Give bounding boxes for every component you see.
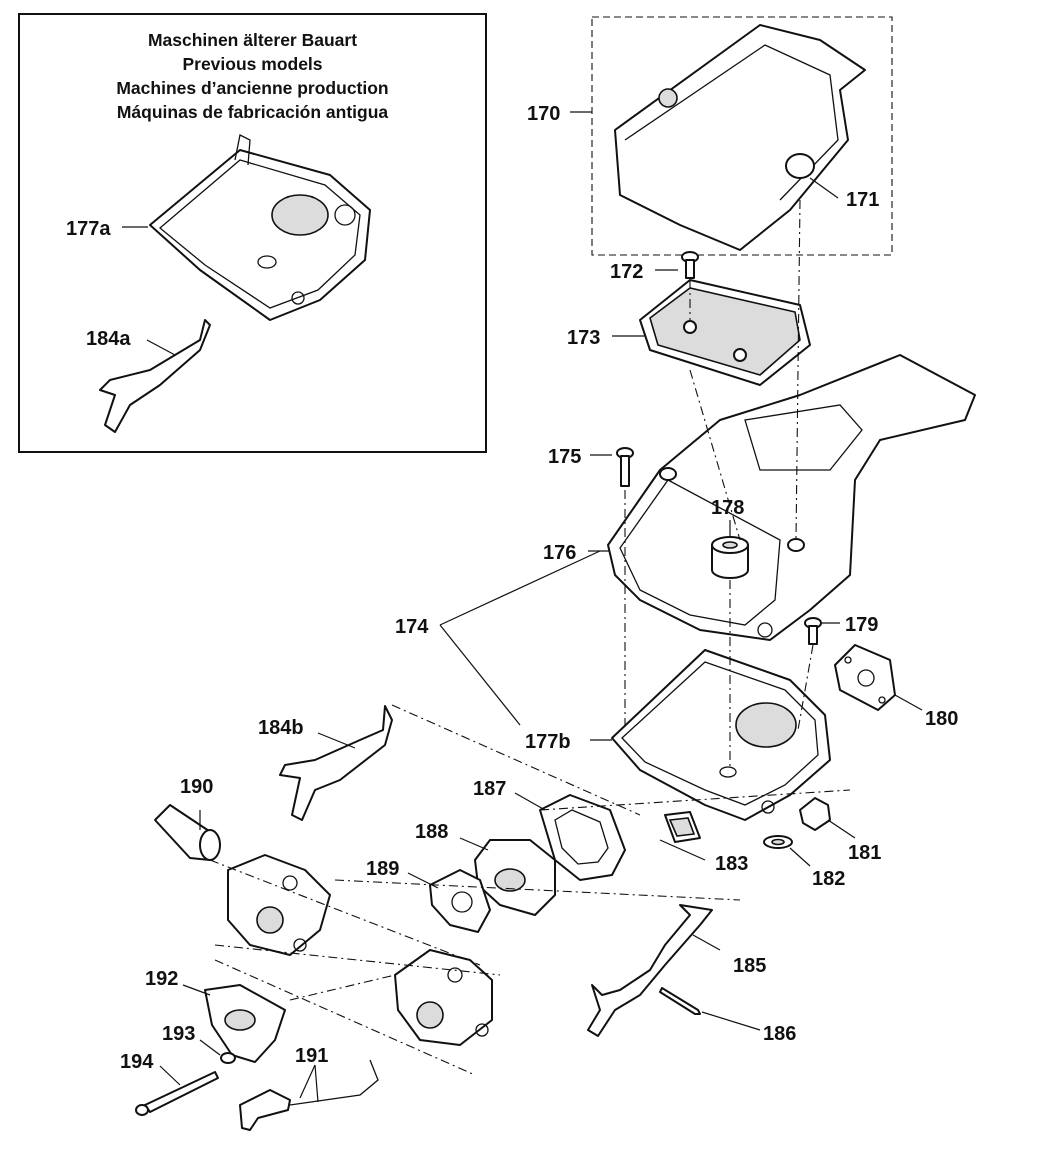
part-182-grommet	[763, 835, 793, 849]
callout-193: 193	[162, 1023, 195, 1045]
callout-172: 172	[610, 261, 643, 283]
callout-170: 170	[527, 103, 560, 125]
callout-176: 176	[543, 542, 576, 564]
callout-186: 186	[763, 1023, 796, 1045]
callout-191: 191	[295, 1045, 328, 1067]
part-194-bolt	[135, 1071, 219, 1116]
part-175-screw	[616, 447, 634, 487]
callout-182: 182	[812, 868, 845, 890]
previous-models-inset	[18, 13, 487, 453]
part-193-washer	[220, 1052, 236, 1064]
assembly-lines	[209, 199, 851, 1076]
part-184b-lever	[279, 705, 393, 821]
callout-180: 180	[925, 708, 958, 730]
part-178-spacer	[711, 536, 749, 579]
callout-labels: 170 171 172 173 175 176 174 177a 184a 17…	[66, 103, 958, 1073]
part-187-flange	[539, 794, 626, 881]
callout-174: 174	[395, 616, 429, 638]
callout-177a: 177a	[66, 218, 111, 240]
part-184a-old-lever	[99, 319, 211, 433]
part-188-adapter	[474, 839, 556, 916]
cover-group-frame	[591, 16, 893, 256]
callout-177b: 177b	[525, 731, 571, 753]
callout-189: 189	[366, 858, 399, 880]
inset-title-es: Máquinas de fabricación antigua	[116, 102, 389, 122]
part-170-top-cover	[614, 24, 866, 251]
part-172-screw	[681, 251, 699, 279]
carburettor-upper	[227, 854, 331, 956]
part-185-lever	[587, 904, 713, 1037]
part-191-rod-and-clip	[239, 1059, 379, 1131]
part-173-air-filter	[639, 279, 811, 386]
callout-184b: 184b	[258, 717, 304, 739]
part-189-gasket	[429, 869, 491, 933]
part-177a-old-base	[149, 134, 371, 321]
part-181-plug	[799, 797, 831, 831]
inset-title-de: Maschinen älterer Bauart	[147, 30, 358, 50]
callout-183: 183	[715, 853, 748, 875]
callout-194: 194	[120, 1051, 154, 1073]
inset-title-fr: Machines d’ancienne production	[116, 78, 389, 98]
callout-173: 173	[567, 327, 600, 349]
part-183-block	[664, 811, 701, 843]
part-192-flange	[204, 984, 286, 1063]
callout-179: 179	[845, 614, 878, 636]
callout-175: 175	[548, 446, 581, 468]
callout-187: 187	[473, 778, 506, 800]
part-177b-base	[611, 649, 831, 821]
callout-188: 188	[415, 821, 448, 843]
callout-178: 178	[711, 497, 744, 519]
carburettor-lower	[394, 949, 493, 1046]
part-179-screw	[804, 617, 822, 645]
callout-190: 190	[180, 776, 213, 798]
leader-lines	[122, 111, 923, 1103]
part-180-gasket	[834, 644, 896, 711]
inset-title-en: Previous models	[182, 54, 323, 74]
part-186-pin	[659, 987, 701, 1015]
callout-185: 185	[733, 955, 766, 977]
callout-171: 171	[846, 189, 879, 211]
callout-181: 181	[848, 842, 881, 864]
callout-192: 192	[145, 968, 178, 990]
part-176-shroud	[607, 354, 976, 641]
callout-184a: 184a	[86, 328, 131, 350]
part-190-cap	[154, 804, 221, 861]
inset-title: Maschinen älterer Bauart Previous models…	[20, 28, 485, 124]
